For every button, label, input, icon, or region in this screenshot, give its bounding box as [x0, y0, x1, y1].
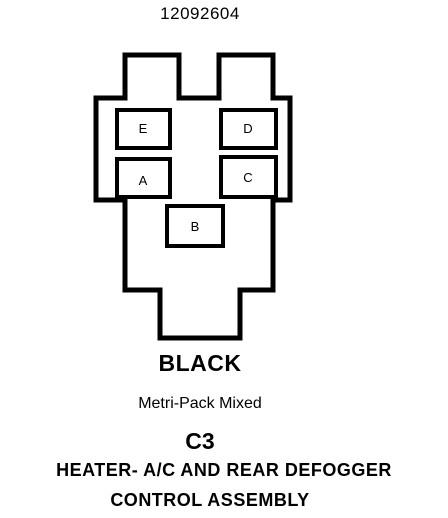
pin-d-label: D	[243, 121, 252, 136]
pin-c-label: C	[243, 170, 252, 185]
part-number: 12092604	[160, 4, 240, 23]
pin-e: E	[115, 108, 172, 150]
pin-b-label: B	[191, 219, 200, 234]
pin-b: B	[165, 204, 225, 248]
connector-color: BLACK	[158, 350, 242, 376]
pin-c: C	[219, 155, 278, 199]
connector-code: C3	[185, 428, 215, 454]
connector-outline	[93, 52, 293, 341]
component-description-line2: CONTROL ASSEMBLY	[110, 490, 310, 510]
connector-series: Metri-Pack Mixed	[138, 395, 262, 412]
pin-e-label: E	[139, 121, 148, 136]
component-description-line1: HEATER- A/C AND REAR DEFOGGER	[56, 460, 392, 480]
pin-a: A	[115, 157, 172, 199]
pin-a-label: A	[139, 173, 148, 188]
pin-d: D	[219, 108, 278, 150]
